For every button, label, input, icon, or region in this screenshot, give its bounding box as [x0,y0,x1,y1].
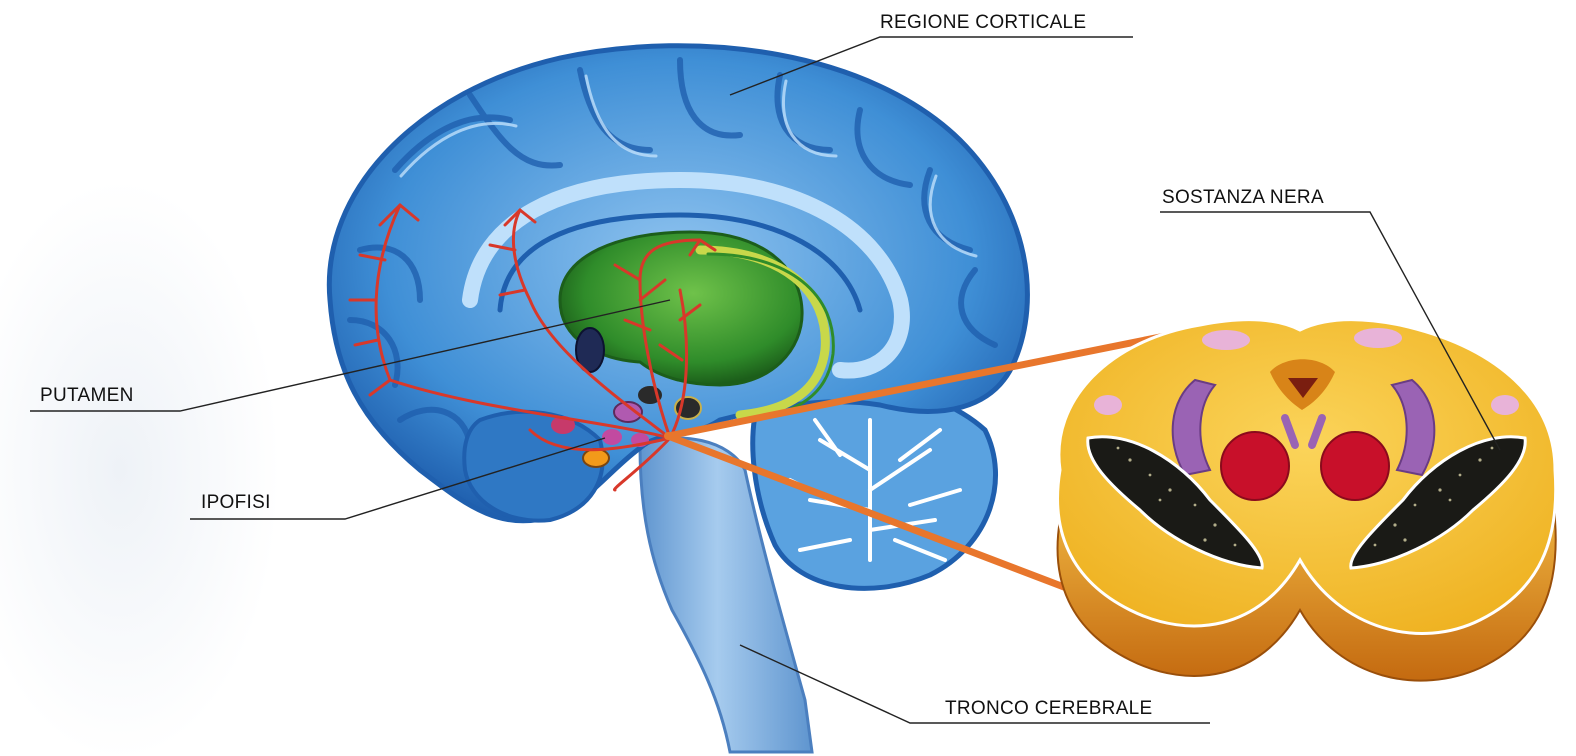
label-pituitary: IPOFISI [201,493,271,512]
background-shadow [0,180,280,756]
midbrain-cross-section [1058,320,1556,681]
temporal-lobe [464,412,602,521]
label-brainstem: TRONCO CEREBRALE [945,699,1153,718]
label-putamen: PUTAMEN [40,386,134,405]
label-substantia-nigra: SOSTANZA NERA [1162,188,1324,207]
label-cortex: REGIONE CORTICALE [880,13,1086,32]
